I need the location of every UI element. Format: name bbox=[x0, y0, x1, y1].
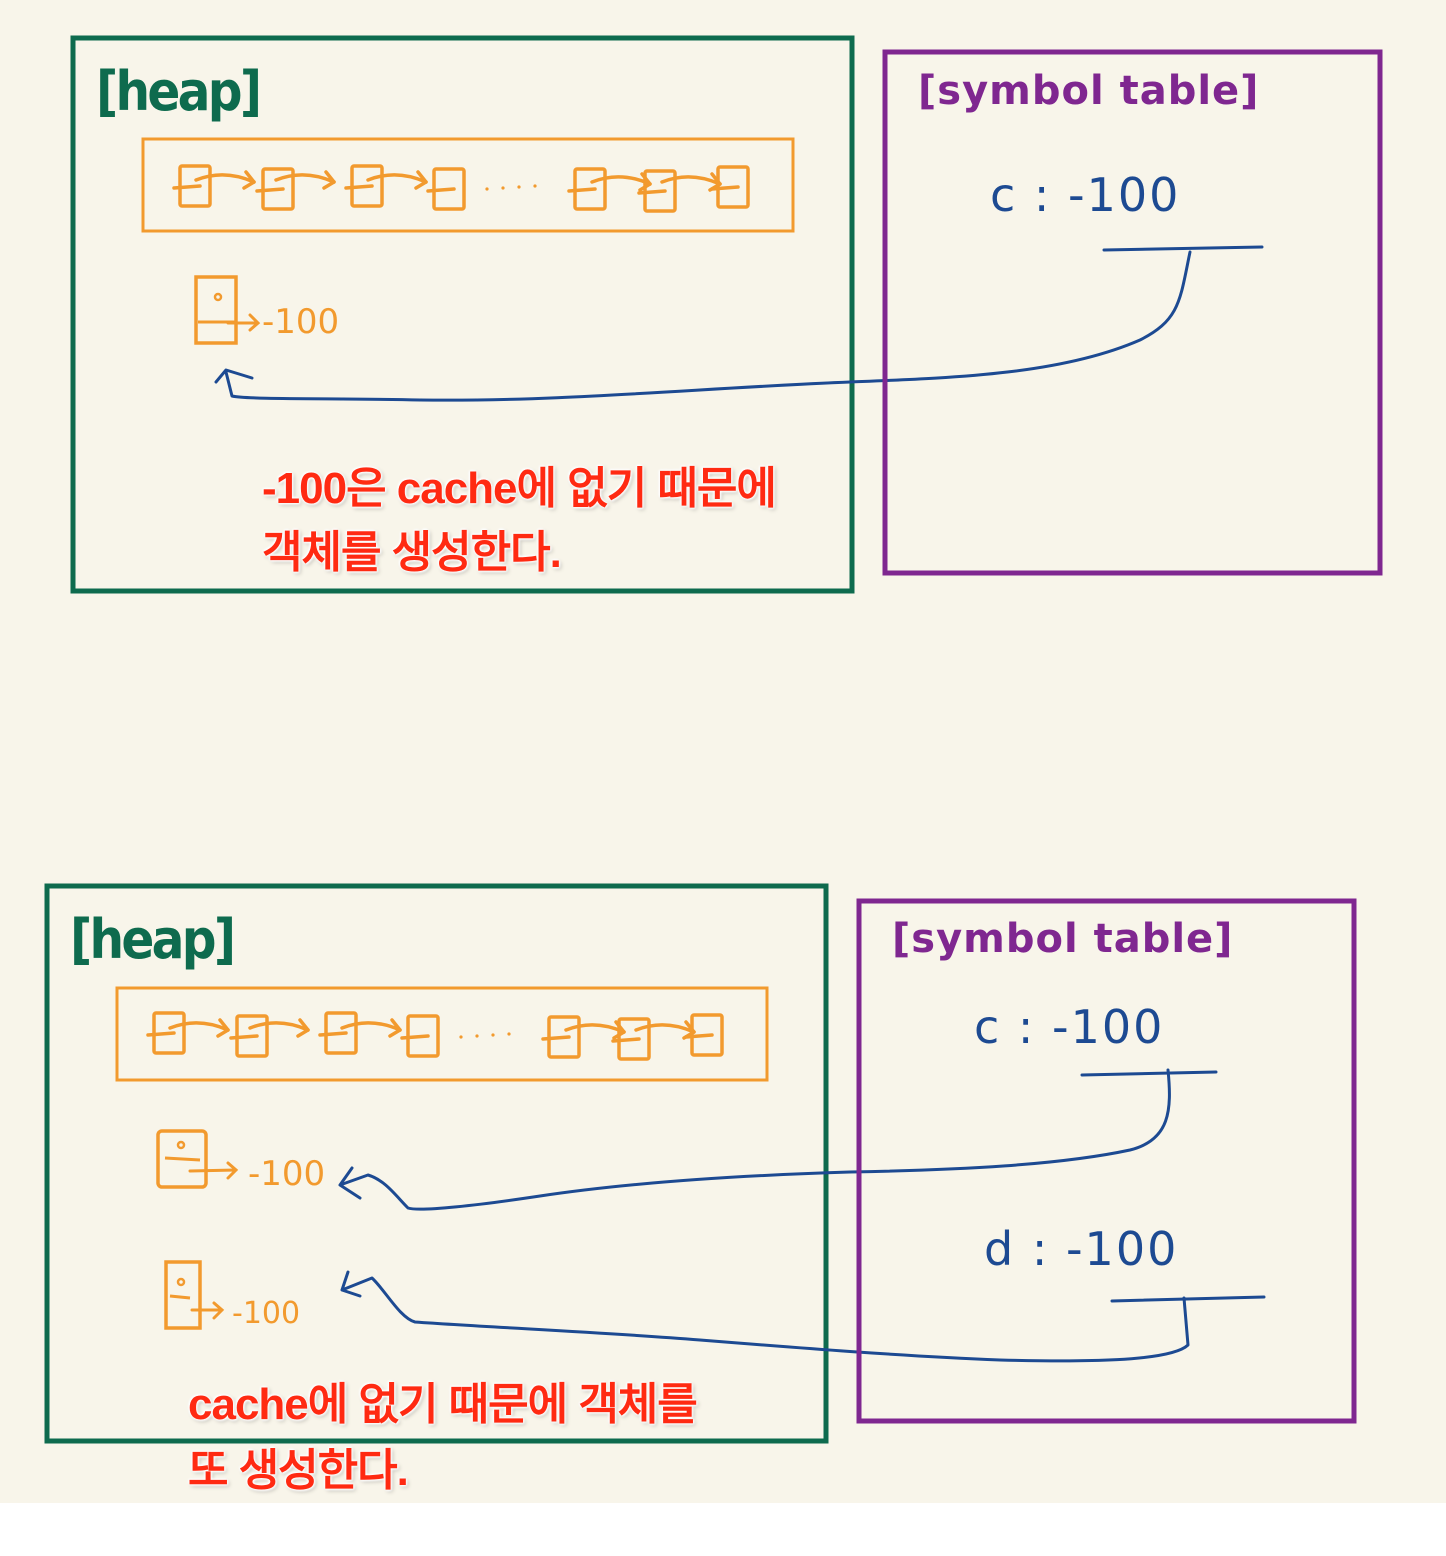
symbol-name: c bbox=[990, 168, 1018, 222]
symbol-separator: : bbox=[1031, 1222, 1050, 1276]
heap-object-node-2 bbox=[164, 1260, 225, 1330]
heap-object-value-1: -100 bbox=[248, 1154, 326, 1194]
symbol-entry-d: d : -100 bbox=[984, 1222, 1178, 1276]
heap-object-node-1 bbox=[156, 1129, 239, 1189]
symbol-value: -100 bbox=[1065, 1222, 1179, 1276]
panel-1 bbox=[70, 35, 1383, 594]
heap-object-value: -100 bbox=[262, 302, 340, 342]
symbol-name: c bbox=[974, 1000, 1002, 1054]
heap-box bbox=[70, 35, 855, 594]
pointer-arrow-d bbox=[340, 1270, 1190, 1363]
pointer-arrow-c bbox=[338, 1068, 1171, 1211]
pointer-arrow-c bbox=[214, 250, 1192, 402]
cache-node-list bbox=[146, 1011, 724, 1061]
integer-cache-box bbox=[115, 986, 769, 1082]
annotation-line-2: 또 생성한다. bbox=[188, 1446, 409, 1495]
symbol-entry-c: c : -100 bbox=[974, 1000, 1164, 1054]
annotation-line-1: -100은 cache에 없기 때문에 bbox=[262, 464, 777, 513]
diagram-canvas bbox=[0, 0, 1446, 1503]
symbol-table-title: [symbol table] bbox=[892, 916, 1234, 962]
heap-box bbox=[44, 883, 829, 1444]
panel-2 bbox=[44, 883, 1357, 1444]
symbol-value: -100 bbox=[1068, 168, 1181, 222]
heap-title: [heap] bbox=[70, 908, 236, 971]
annotation-line-1: cache에 없기 때문에 객체를 bbox=[188, 1380, 698, 1429]
symbol-name: d bbox=[984, 1222, 1016, 1276]
symbol-table-box bbox=[882, 49, 1383, 576]
heap-title: [heap] bbox=[96, 60, 262, 123]
symbol-table-box bbox=[856, 898, 1357, 1424]
annotation-line-2: 객체를 생성한다. bbox=[262, 528, 562, 577]
heap-object-node bbox=[194, 275, 261, 345]
cache-node-list bbox=[172, 164, 750, 213]
symbol-value: -100 bbox=[1052, 1000, 1165, 1054]
symbol-separator: : bbox=[1017, 1000, 1036, 1054]
symbol-entry-c: c : -100 bbox=[990, 168, 1180, 222]
integer-cache-box bbox=[141, 137, 795, 233]
symbol-separator: : bbox=[1033, 168, 1052, 222]
symbol-table-title: [symbol table] bbox=[918, 68, 1260, 114]
heap-object-value-2: -100 bbox=[232, 1296, 301, 1331]
